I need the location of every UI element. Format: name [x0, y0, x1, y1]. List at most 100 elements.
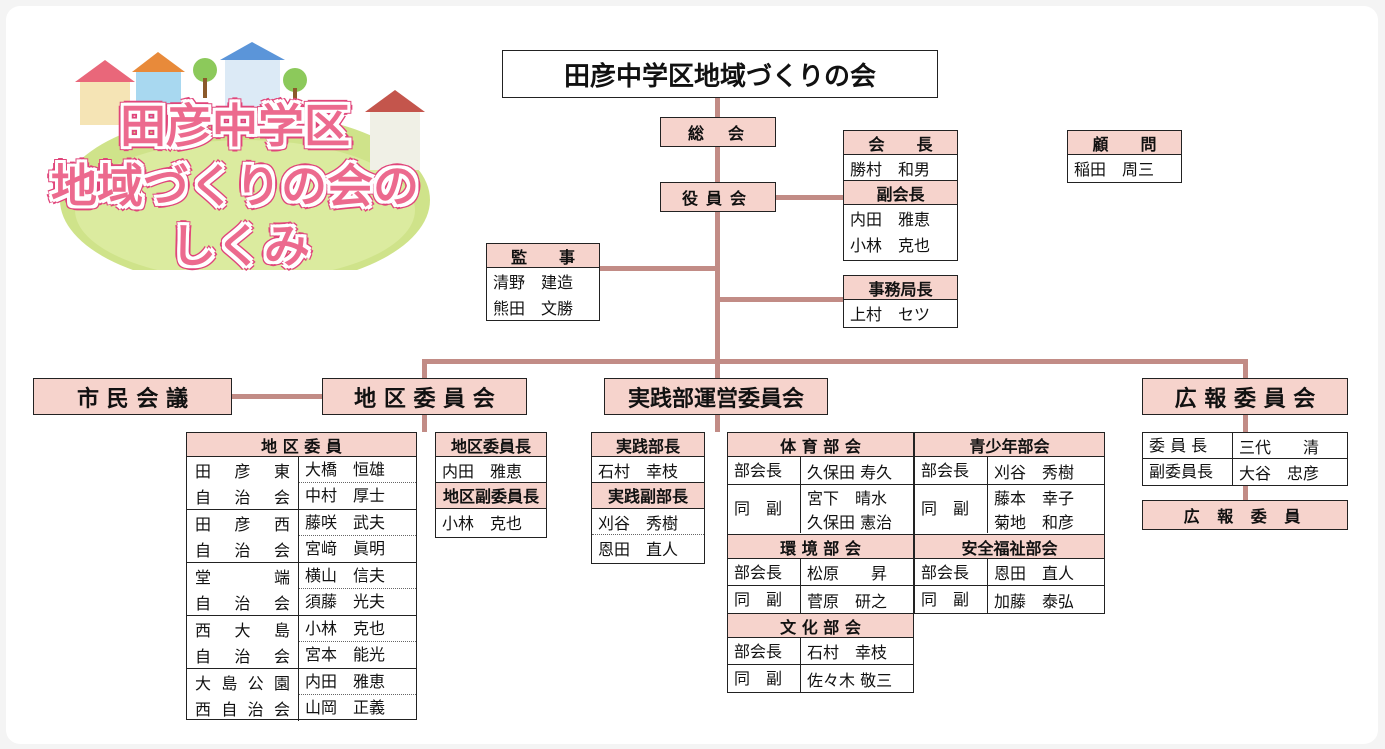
seishonen-r1-name: 刈谷 秀樹: [994, 462, 1075, 482]
chiku-iin-area-char: 自: [195, 488, 212, 507]
bunka-r1-role: 部会長: [728, 637, 801, 665]
logo-line-3: しくみ: [170, 219, 310, 273]
chiku-iin-area-char: 田: [195, 515, 212, 534]
kankyo-row-1: 部会長 松原 昇: [728, 558, 913, 586]
logo-line-2: 地域づくりの会の: [51, 159, 419, 213]
jissen-chou-label: 実践部長: [592, 433, 704, 457]
chiku-iin-area: 田彦西自 治 会: [187, 510, 299, 562]
chiku-iin-rows: 田彦東自治会大橋 恒雄中村 厚士田彦西自治会藤咲 武夫宮﨑 眞明堂端自治会横山 …: [187, 457, 416, 721]
jissen-chou-name: 石村 幸枝: [592, 457, 704, 483]
chiku-iin-people: 内田 雅恵山岡 正義: [299, 669, 416, 721]
top-title: 田彦中学区地域づくりの会: [563, 61, 876, 92]
chiku-iin-area-char: 彦: [234, 462, 251, 481]
chiku-iin-area-char: 園: [273, 674, 290, 693]
chiku-iin-area-char: 自: [195, 647, 212, 666]
chiku-iin-area-char: 大: [195, 674, 212, 693]
jissen-fukuchou-name-2: 恩田 直人: [598, 540, 679, 559]
logo-line-1: 田彦中学区: [120, 99, 350, 153]
chiku-iin-area-char: 会: [273, 541, 290, 560]
jimukyokucho-label: 事務局長: [844, 276, 957, 300]
fukukaicho-label: 副会長: [844, 181, 957, 205]
top-title-box: 田彦中学区地域づくりの会: [502, 50, 938, 98]
chiku-iin-area-line: 田彦東: [195, 457, 290, 483]
connector-shimin: [232, 394, 322, 399]
connector-yakuin-kaicho: [775, 195, 845, 200]
komon-box: 顧 問 稲田 周三: [1067, 130, 1182, 183]
kankyo-r2-role: 同 副: [728, 586, 801, 613]
chiku-iin-row: 田彦東自治会大橋 恒雄中村 厚士: [187, 457, 416, 510]
taiiku-r1-name: 久保田 寿久: [807, 462, 893, 482]
chiku-iin-area-char: 治: [234, 541, 251, 560]
bunka-r2-name: 佐々木 敬三: [807, 670, 893, 690]
seishonen-r2-name-2: 菊地 和彦: [994, 513, 1075, 532]
koho-r1-role: 委 員 長: [1143, 432, 1233, 459]
shimin-kaigi: 市 民 会 議: [33, 378, 232, 415]
chiku-iin-people: 大橋 恒雄中村 厚士: [299, 457, 416, 509]
connector-horizontal: [422, 359, 1248, 364]
koho-row-1: 委 員 長 三代 清: [1143, 432, 1347, 459]
koho-iin-label: 広 報 委 員: [1142, 500, 1348, 530]
taiiku-r2-name-1: 宮下 晴水: [807, 489, 888, 508]
chiku-iin-area: 大島公園西自治会: [187, 669, 299, 721]
koho-r2-role: 副委員長: [1143, 459, 1233, 485]
chiku-iin-area-line: 自治会: [195, 536, 290, 562]
kanji-name-2: 熊田 文勝: [493, 299, 574, 318]
chiku-iin-area-char: 自: [195, 594, 212, 613]
chiku-iin-person: 内田 雅恵: [299, 669, 416, 695]
soukai-label: 総 会: [660, 117, 776, 147]
chiku-iin-area-char: 治: [234, 647, 251, 666]
kankyo-r2-name: 菅原 研之: [807, 591, 888, 611]
komon-label: 顧 問: [1068, 131, 1181, 155]
connector-chiku-down: [422, 414, 427, 432]
fukukaicho-name-2: 小林 克也: [850, 236, 931, 255]
jissen-chou-box: 実践部長 石村 幸枝 実践副部長 刈谷 秀樹 恩田 直人: [591, 432, 705, 564]
chiku-iin-area-line: 自治会: [195, 589, 290, 615]
anzen-r1-name: 恩田 直人: [994, 564, 1075, 583]
chiku-iin-area-char: 田: [195, 462, 212, 481]
chiku-iin-person: 宮﨑 眞明: [305, 539, 386, 558]
chiku-iin-row: 西大島自治会小林 克也宮本 能光: [187, 616, 416, 669]
chiku-iin-area-char: 島: [273, 621, 290, 640]
chiku-iin-area: 田彦東自治会: [187, 457, 299, 509]
chiku-iin-people: 藤咲 武夫宮﨑 眞明: [299, 510, 416, 562]
bunka-r2-role: 同 副: [728, 665, 801, 692]
chiku-iin-area-char: 会: [273, 594, 290, 613]
chiku-iin-area-char: 自: [195, 541, 212, 560]
seishonen-header: 青少年部会: [915, 433, 1104, 457]
jissen-iinkai: 実践部運営委員会: [604, 378, 828, 415]
chiku-iin-area-line: 自治会: [195, 642, 290, 668]
chiku-iin-area-line: 自治会: [195, 483, 290, 509]
koho-r2-name: 大谷 忠彦: [1239, 464, 1320, 483]
anzen-box: 安全福祉部会 部会長 恩田 直人 同 副 加藤 泰弘: [914, 534, 1105, 614]
chiku-iin-area-line: 田彦西: [195, 510, 290, 536]
anzen-r2-role: 同 副: [915, 586, 988, 613]
seishonen-row-1: 部会長 刈谷 秀樹: [915, 456, 1104, 485]
taiiku-r1-role: 部会長: [728, 456, 801, 485]
chiku-chou-label: 地区委員長: [436, 433, 546, 457]
bunka-r1-name: 石村 幸枝: [807, 643, 888, 662]
jimukyokucho-name: 上村 セツ: [850, 305, 931, 324]
chiku-fukuchou-label: 地区副委員長: [436, 483, 546, 509]
anzen-row-2: 同 副 加藤 泰弘: [915, 586, 1104, 613]
kaicho-box: 会 長 勝村 和男 副会長 内田 雅恵 小林 克也: [843, 130, 958, 261]
anzen-r2-name: 加藤 泰弘: [994, 591, 1075, 611]
anzen-row-1: 部会長 恩田 直人: [915, 558, 1104, 586]
kaicho-label: 会 長: [844, 131, 957, 155]
chiku-iin-person: 宮本 能光: [305, 645, 386, 664]
connector-trunk: [715, 98, 720, 378]
chiku-iin-area-char: 島: [221, 674, 238, 693]
chiku-iin-area: 堂端自治会: [187, 563, 299, 615]
connector-jissen-down: [715, 414, 720, 432]
chiku-iin-area-char: 会: [273, 700, 290, 719]
jimukyokucho-box: 事務局長 上村 セツ: [843, 275, 958, 328]
fukukaicho-name-1: 内田 雅恵: [850, 210, 931, 229]
komon-name: 稲田 周三: [1074, 160, 1155, 179]
chiku-iin-area-char: 治: [247, 700, 264, 719]
chiku-iin-area: 西大島自治会: [187, 616, 299, 668]
connector-jimukyoku: [718, 297, 845, 302]
chiku-iin-row: 大島公園西自治会内田 雅恵山岡 正義: [187, 669, 416, 721]
kanji-box: 監 事 清野 建造 熊田 文勝: [486, 243, 600, 321]
bunka-row-2: 同 副 佐々木 敬三: [728, 665, 913, 692]
seishonen-r1-role: 部会長: [915, 456, 988, 485]
kanji-name-1: 清野 建造: [493, 273, 574, 292]
